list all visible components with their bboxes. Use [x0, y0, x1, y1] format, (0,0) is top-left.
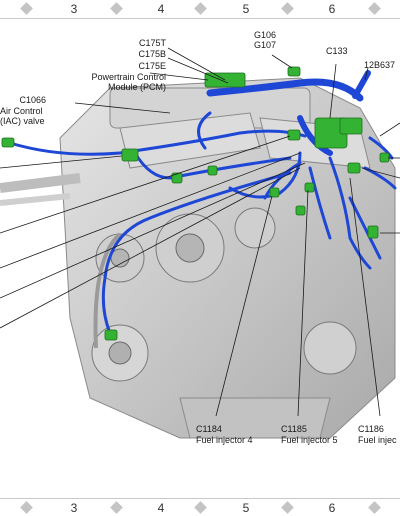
grid-marker-icon: [20, 2, 33, 15]
leader-lines: [0, 47, 400, 417]
grid-column-label: 4: [157, 501, 165, 515]
grid-marker-icon: [194, 501, 207, 514]
grid-marker-icon: [110, 501, 123, 514]
sensor-connector: [287, 129, 301, 141]
label-c175t: C175T: [138, 38, 166, 48]
c133b-connector: [339, 117, 363, 135]
grid-marker-icon: [194, 2, 207, 15]
grid-marker-icon: [281, 2, 294, 15]
injector-4-connector: [269, 187, 280, 198]
label-iac-line2: (IAC) valve: [0, 116, 45, 126]
injector-5-connector: [304, 182, 315, 193]
grid-reference-bottom: 3 4 5 6: [0, 498, 400, 516]
grid-marker-icon: [368, 501, 381, 514]
grid-column-label: 4: [157, 2, 165, 16]
grid-marker-icon: [20, 501, 33, 514]
grid-column-label: 3: [70, 501, 78, 515]
coil-connector: [171, 172, 183, 184]
grid-marker-icon: [110, 2, 123, 15]
ground-connector: [287, 66, 301, 77]
grid-column-label: 6: [328, 2, 336, 16]
grid-marker-icon: [368, 2, 381, 15]
label-g106: G106: [254, 30, 277, 40]
label-g107: G107: [254, 40, 277, 50]
grid-marker-icon: [281, 501, 294, 514]
label-c1184: C1184: [196, 424, 222, 434]
edge-connector: [379, 152, 390, 163]
label-harness-12b637: 12B637: [364, 60, 396, 70]
label-iac-line1: Air Control: [0, 106, 43, 116]
iac-connector: [1, 137, 15, 148]
label-injector6: Fuel injec: [358, 435, 397, 445]
coil-connector: [207, 165, 218, 176]
label-pcm-line2: Module (PCM): [107, 82, 166, 92]
engine-harness-illustration: [0, 47, 400, 439]
label-injector4: Fuel injector 4: [196, 435, 253, 445]
edge-connector: [367, 225, 379, 239]
label-c133: C133: [326, 46, 348, 56]
injector-6-connector: [347, 162, 361, 174]
label-c1186: C1186: [358, 424, 384, 434]
alternator-connector: [104, 329, 118, 341]
grid-column-label: 5: [242, 501, 250, 515]
grid-column-label: 3: [70, 2, 78, 16]
inline-connector: [121, 148, 139, 162]
injector-connector: [295, 205, 306, 216]
connectors: [1, 66, 390, 341]
label-c175e: C175E: [138, 61, 166, 71]
grid-reference-top: 3 4 5 6: [0, 0, 400, 19]
label-c175b: C175B: [138, 49, 166, 59]
label-c1185: C1185: [281, 424, 307, 434]
grid-column-label: 5: [242, 2, 250, 16]
grid-column-label: 6: [328, 501, 336, 515]
label-pcm-line1: Powertrain Control: [91, 72, 166, 82]
label-injector5: Fuel injector 5: [281, 435, 338, 445]
label-c1066: C1066: [19, 95, 46, 105]
